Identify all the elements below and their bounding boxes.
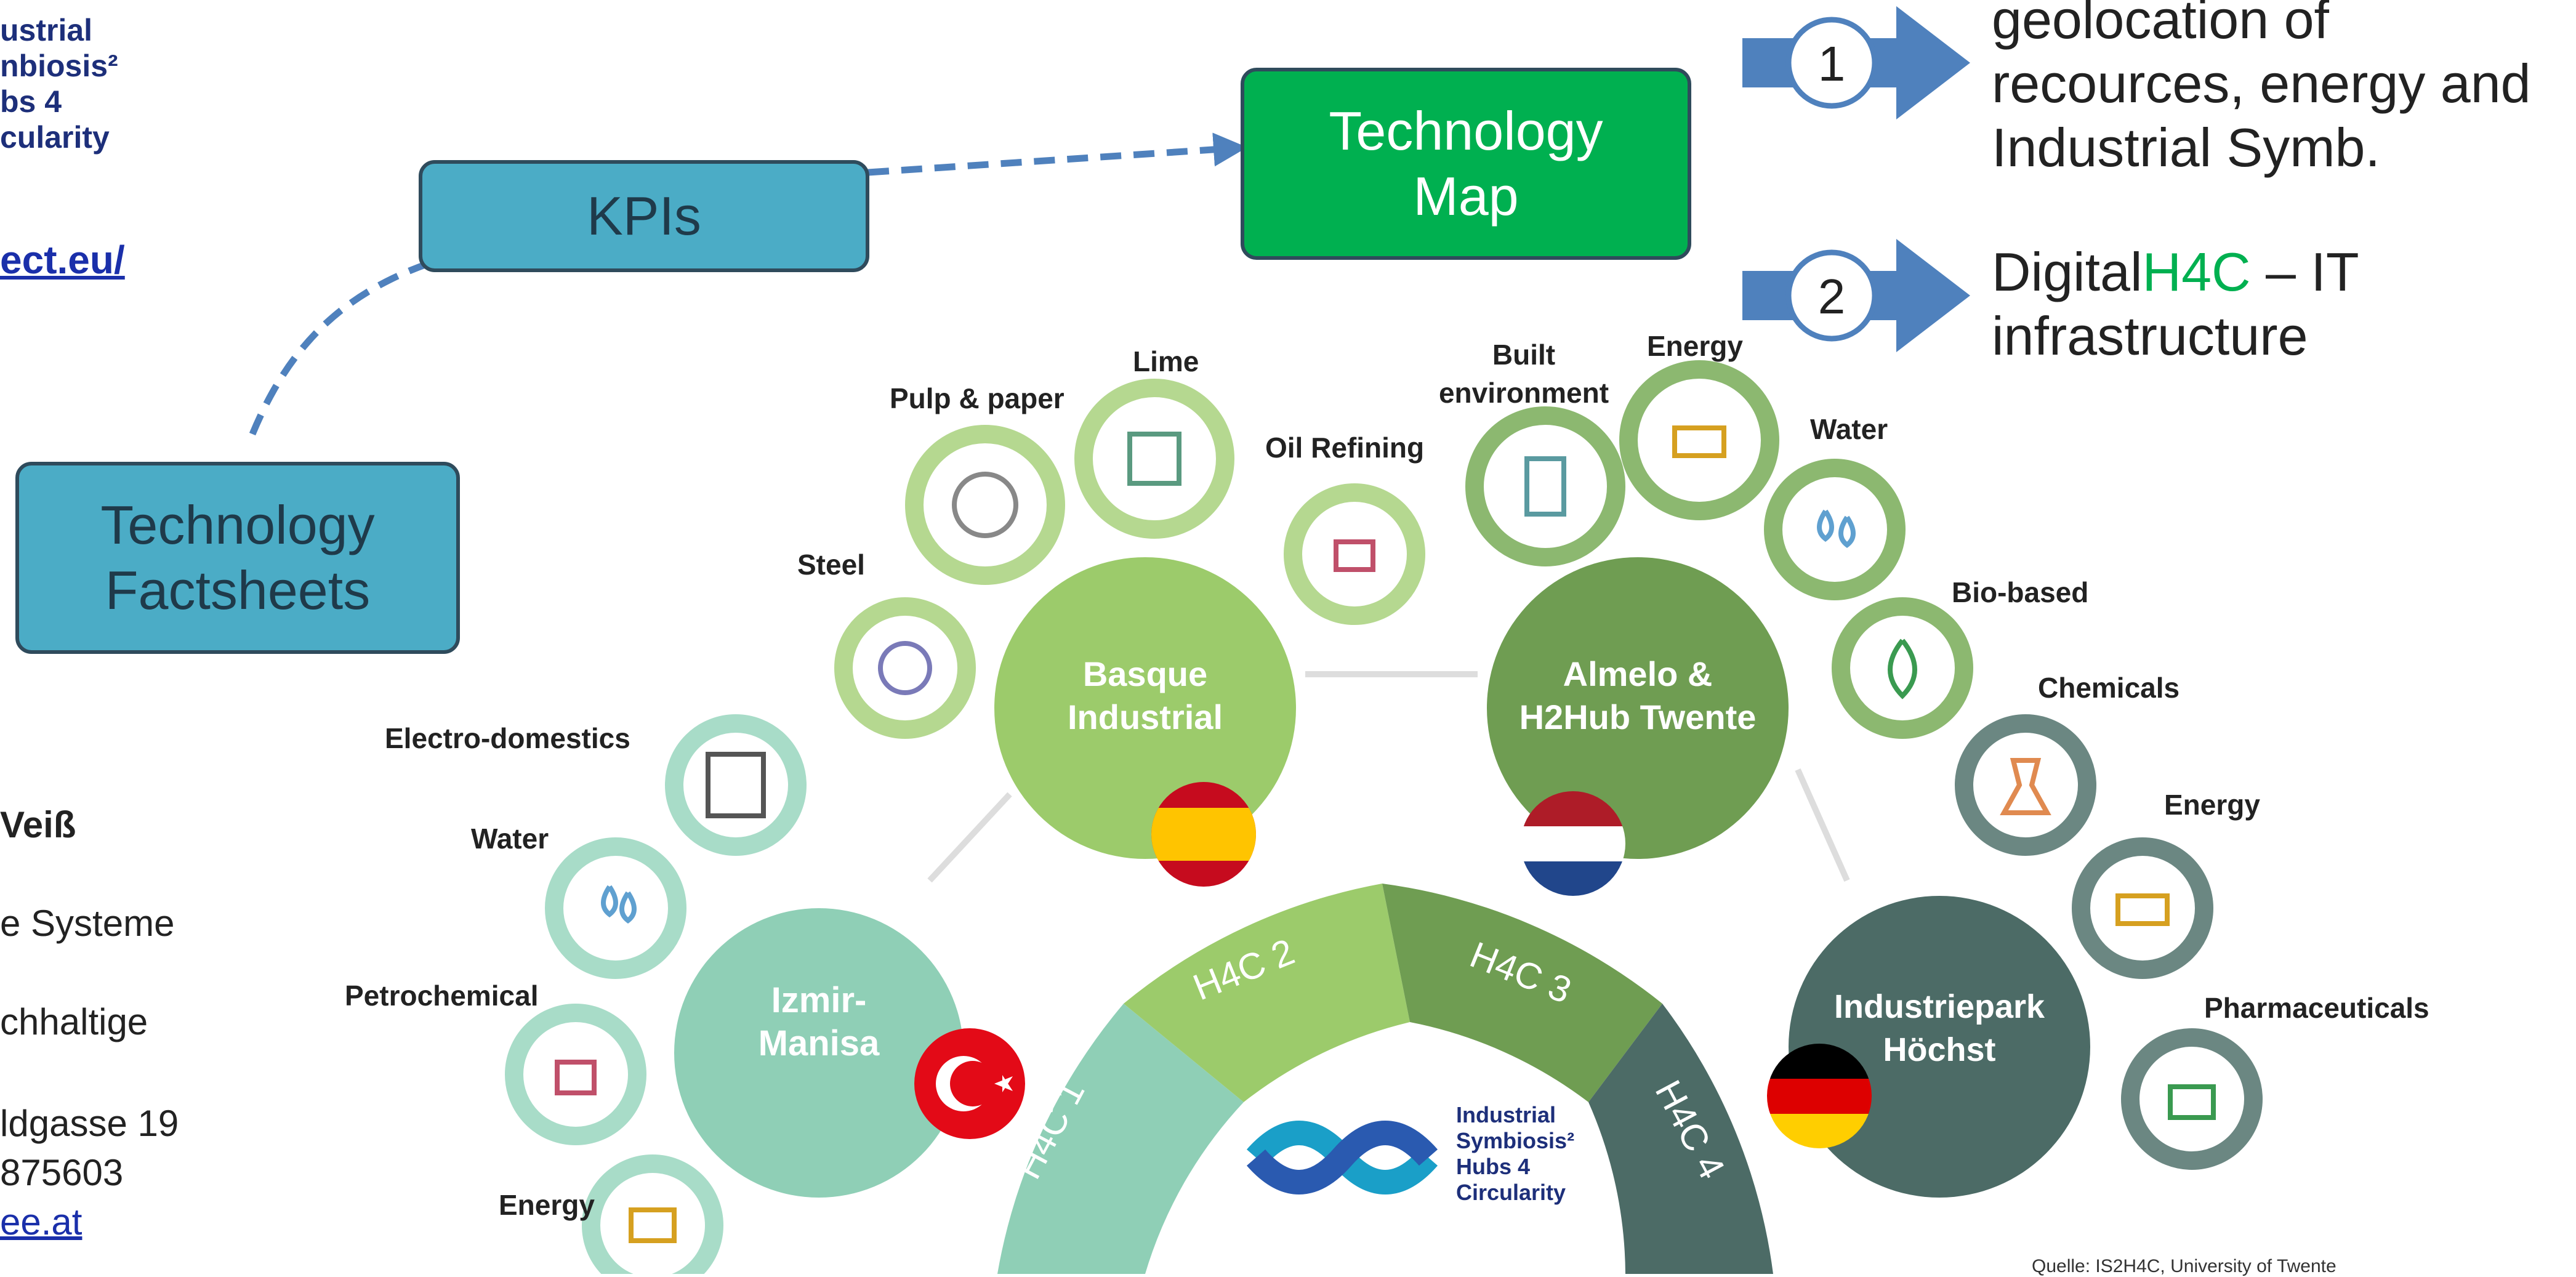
contact-line: ldgasse 19	[0, 1103, 179, 1144]
contact-line: e Systeme	[0, 903, 175, 944]
step-2-text: DigitalH4C – IT infrastructure	[1992, 241, 2359, 366]
factsheets-label: Technology	[100, 494, 375, 555]
sector-label-petrochemical: Petrochemical	[345, 980, 539, 1012]
center-logo-text: Industrial Symbiosis² Hubs 4 Circularity	[1456, 1102, 1575, 1205]
arc-segments	[997, 884, 1773, 1274]
sector-label-energy: Energy	[1647, 330, 1743, 362]
sector-bubble	[1832, 597, 1973, 739]
step-2-number: 2	[1817, 269, 1846, 324]
project-logo: ustrial nbiosis² bs 4 cularity	[0, 12, 118, 155]
website-link[interactable]: ect.eu/	[0, 238, 125, 282]
step-1-text: geolocation of recources, energy and Ind…	[1992, 0, 2531, 178]
sector-bubble	[505, 1004, 646, 1145]
sector-label-oil-refining: Oil Refining	[1265, 432, 1425, 464]
sector-bubble	[582, 1154, 723, 1274]
hub-almelo	[1487, 557, 1789, 859]
step-2-arrow	[1742, 239, 1970, 352]
technology-map-label: Technology	[1329, 100, 1603, 161]
sector-bubble	[905, 425, 1065, 585]
sector-bubble	[2121, 1028, 2263, 1170]
sector-bubble	[1619, 360, 1779, 520]
sector-label-steel: Steel	[797, 549, 865, 581]
sector-bubble	[834, 597, 976, 739]
sector-icons	[555, 425, 2216, 1243]
sector-bubble	[1465, 406, 1625, 566]
hub-basque	[994, 557, 1296, 859]
sector-label-bio-based: Bio-based	[1952, 576, 2089, 608]
dashed-arrow	[867, 132, 1247, 176]
flag-turkey	[914, 1028, 1025, 1139]
logo-line: bs 4	[0, 84, 62, 119]
contact-name: Veiß	[0, 804, 76, 845]
sector-bubble	[2072, 837, 2213, 979]
sector-bubble	[1955, 714, 2096, 856]
flag-spain	[1151, 782, 1256, 887]
kpis-box[interactable]: KPIs	[419, 160, 869, 272]
step-1-arrow	[1742, 6, 1970, 119]
sector-label-electro-domestics: Electro-domestics	[385, 722, 630, 754]
hub-izmir	[674, 908, 964, 1198]
flag-germany	[1767, 1044, 1872, 1148]
technology-map-box[interactable]: Technology Map	[1241, 68, 1691, 260]
sector-bubble	[1284, 483, 1425, 625]
technology-factsheets-box[interactable]: Technology Factsheets	[15, 462, 460, 654]
sector-label-water: Water	[1810, 413, 1888, 445]
sector-label-energy: Energy	[2164, 789, 2260, 821]
source-note: Quelle: IS2H4C, University of Twente	[2032, 1256, 2337, 1276]
step-1-number: 1	[1817, 36, 1846, 91]
contact-line: 875603	[0, 1152, 124, 1193]
sector-label-chemicals: Chemicals	[2038, 672, 2180, 704]
technology-map-label: Map	[1413, 166, 1519, 227]
contact-email[interactable]: ee.at	[0, 1201, 83, 1243]
sector-bubble	[1764, 459, 1906, 600]
dashed-connector	[249, 255, 445, 436]
sector-label-lime: Lime	[1133, 345, 1199, 377]
hub-title-almelo: Almelo &H2Hub Twente	[1519, 655, 1757, 736]
logo-line: cularity	[0, 120, 110, 155]
factsheets-label: Factsheets	[105, 560, 371, 621]
sector-bubble	[665, 714, 807, 856]
sector-bubble	[1074, 379, 1234, 539]
logo-line: nbiosis²	[0, 49, 118, 83]
flag-netherlands	[1521, 791, 1625, 896]
sector-label-built-environment: Built environment	[1438, 339, 1609, 409]
hub-title-izmir: Izmir-Manisa	[758, 980, 880, 1063]
kpis-label: KPIs	[587, 185, 701, 246]
sector-label-energy: Energy	[499, 1189, 595, 1221]
sector-label-pharmaceuticals: Pharmaceuticals	[2204, 992, 2429, 1024]
sector-label-pulp-paper: Pulp & paper	[890, 382, 1065, 414]
contact-line: chhaltige	[0, 1001, 148, 1042]
logo-line: ustrial	[0, 13, 93, 47]
sector-label-water: Water	[471, 823, 549, 855]
center-logo-mark	[1246, 1121, 1438, 1194]
